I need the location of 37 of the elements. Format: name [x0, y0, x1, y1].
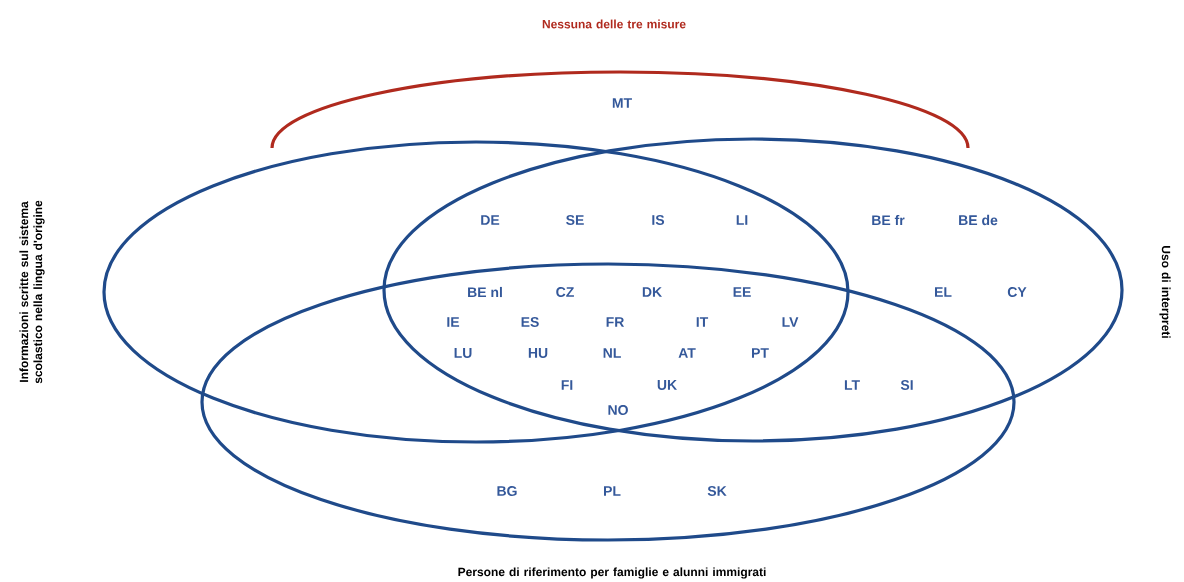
set-label: Persone di riferimento per famiglie e alunni immigrati [458, 567, 766, 579]
country-code: HU [528, 348, 548, 358]
country-code: CZ [556, 287, 574, 297]
country-code: DK [642, 287, 662, 297]
country-code: IS [652, 215, 665, 225]
country-code: SE [566, 215, 584, 225]
set-label: Nessuna delle tre misure [542, 19, 686, 29]
set-label: Uso di interpreti [1159, 246, 1171, 338]
country-code: ES [521, 317, 539, 327]
country-code: NO [608, 405, 628, 415]
country-code: EE [733, 287, 751, 297]
country-code: EL [935, 287, 952, 297]
country-code: SI [900, 380, 913, 390]
country-code: DE [481, 215, 500, 225]
country-code: SK [707, 486, 727, 496]
country-code: FI [561, 380, 573, 390]
country-code: CY [1007, 287, 1027, 297]
set-label: Informazioni scritte sul sistema scolastico nella lingua d'origine [19, 200, 45, 384]
country-code: MT [612, 98, 632, 108]
ellipse-outline [382, 137, 1124, 443]
country-code: BE fr [872, 214, 905, 226]
country-code: PL [604, 486, 621, 496]
country-code: BE de [959, 214, 998, 226]
arc-outline [270, 70, 970, 149]
country-code: BG [497, 486, 517, 496]
country-code: UK [657, 380, 677, 390]
country-code: LV [782, 317, 799, 327]
country-code: FR [606, 317, 625, 327]
country-code: LI [736, 215, 748, 225]
country-code: IE [447, 317, 460, 327]
country-code: IT [696, 317, 709, 327]
country-code: BE nl [468, 286, 502, 298]
country-code: PT [752, 348, 769, 358]
country-code: LU [454, 348, 472, 358]
country-code: AT [678, 348, 696, 358]
country-code: NL [603, 348, 621, 358]
country-code: LT [844, 380, 860, 390]
